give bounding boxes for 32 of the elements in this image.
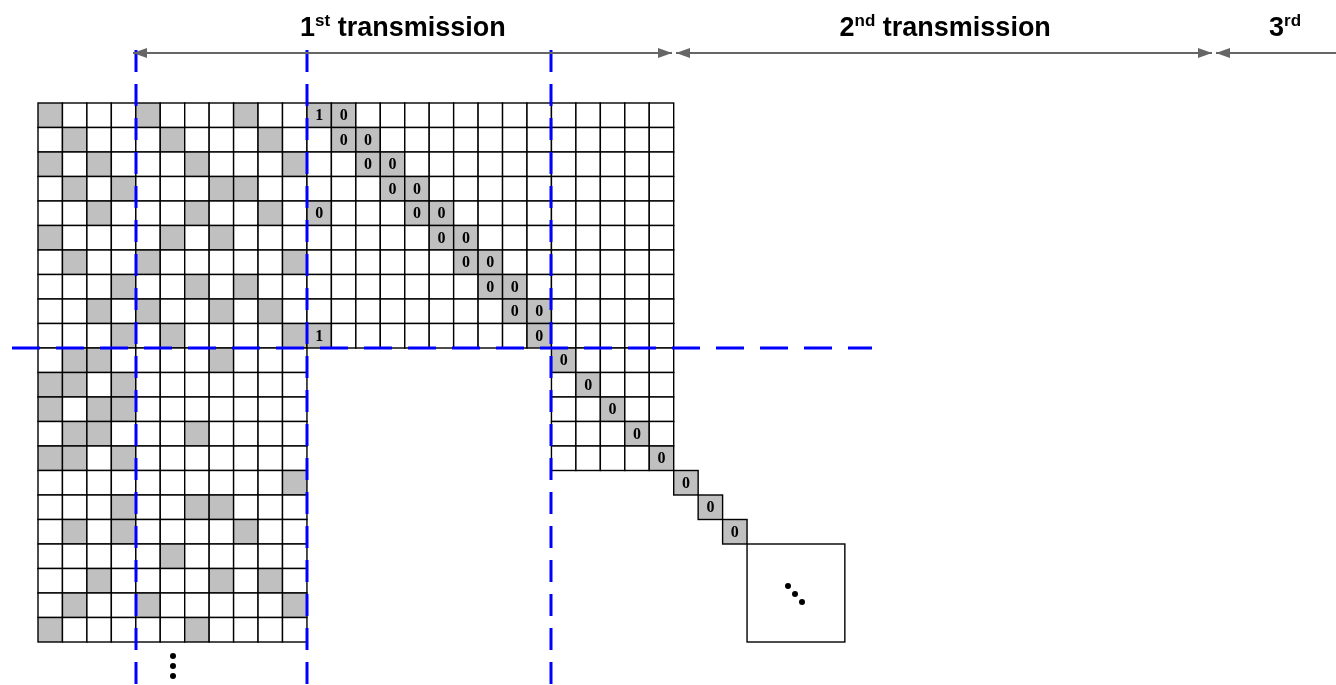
matrix-entry: 0 bbox=[608, 401, 617, 418]
matrix-entry: 0 bbox=[412, 205, 421, 222]
matrix-entry: 0 bbox=[510, 303, 519, 320]
transmission-label: 3$^{rd}$ bbox=[1269, 12, 1302, 42]
matrix-entry: 0 bbox=[730, 523, 739, 540]
matrix-entry: 1 bbox=[315, 107, 324, 124]
matrix-entry: 0 bbox=[364, 156, 373, 173]
matrix-entry: 0 bbox=[315, 205, 324, 222]
transmission-label: 2$^{nd}$ transmission bbox=[839, 12, 1051, 42]
matrix-entry: 0 bbox=[535, 303, 544, 320]
matrix-entry: 0 bbox=[706, 499, 715, 516]
matrix-entry: 0 bbox=[339, 107, 348, 124]
matrix-entry: 0 bbox=[461, 254, 470, 271]
matrix-entry: 0 bbox=[437, 229, 446, 246]
matrix-entry: 0 bbox=[339, 131, 348, 148]
matrix-entry: 0 bbox=[486, 278, 495, 295]
matrix-entry: 0 bbox=[388, 180, 397, 197]
matrix-entry: 0 bbox=[633, 425, 641, 442]
matrix-entry: 0 bbox=[535, 327, 544, 344]
matrix-entry: 0 bbox=[510, 278, 519, 295]
matrix-entry: 0 bbox=[584, 376, 593, 393]
matrix-entry: 1 bbox=[315, 327, 324, 344]
matrix-entry: 0 bbox=[437, 205, 446, 222]
transmission-label: 1$^{st}$ transmission bbox=[300, 12, 506, 42]
matrix-entry: 0 bbox=[364, 131, 373, 148]
matrix-entry: 0 bbox=[486, 254, 495, 271]
matrix-entry: 0 bbox=[657, 450, 666, 467]
matrix-entry: 0 bbox=[412, 180, 421, 197]
matrix-entry: 0 bbox=[461, 229, 470, 246]
matrix-entry: 0 bbox=[681, 474, 690, 491]
matrix-entry: 0 bbox=[559, 352, 568, 369]
matrix-entry: 0 bbox=[388, 156, 397, 173]
